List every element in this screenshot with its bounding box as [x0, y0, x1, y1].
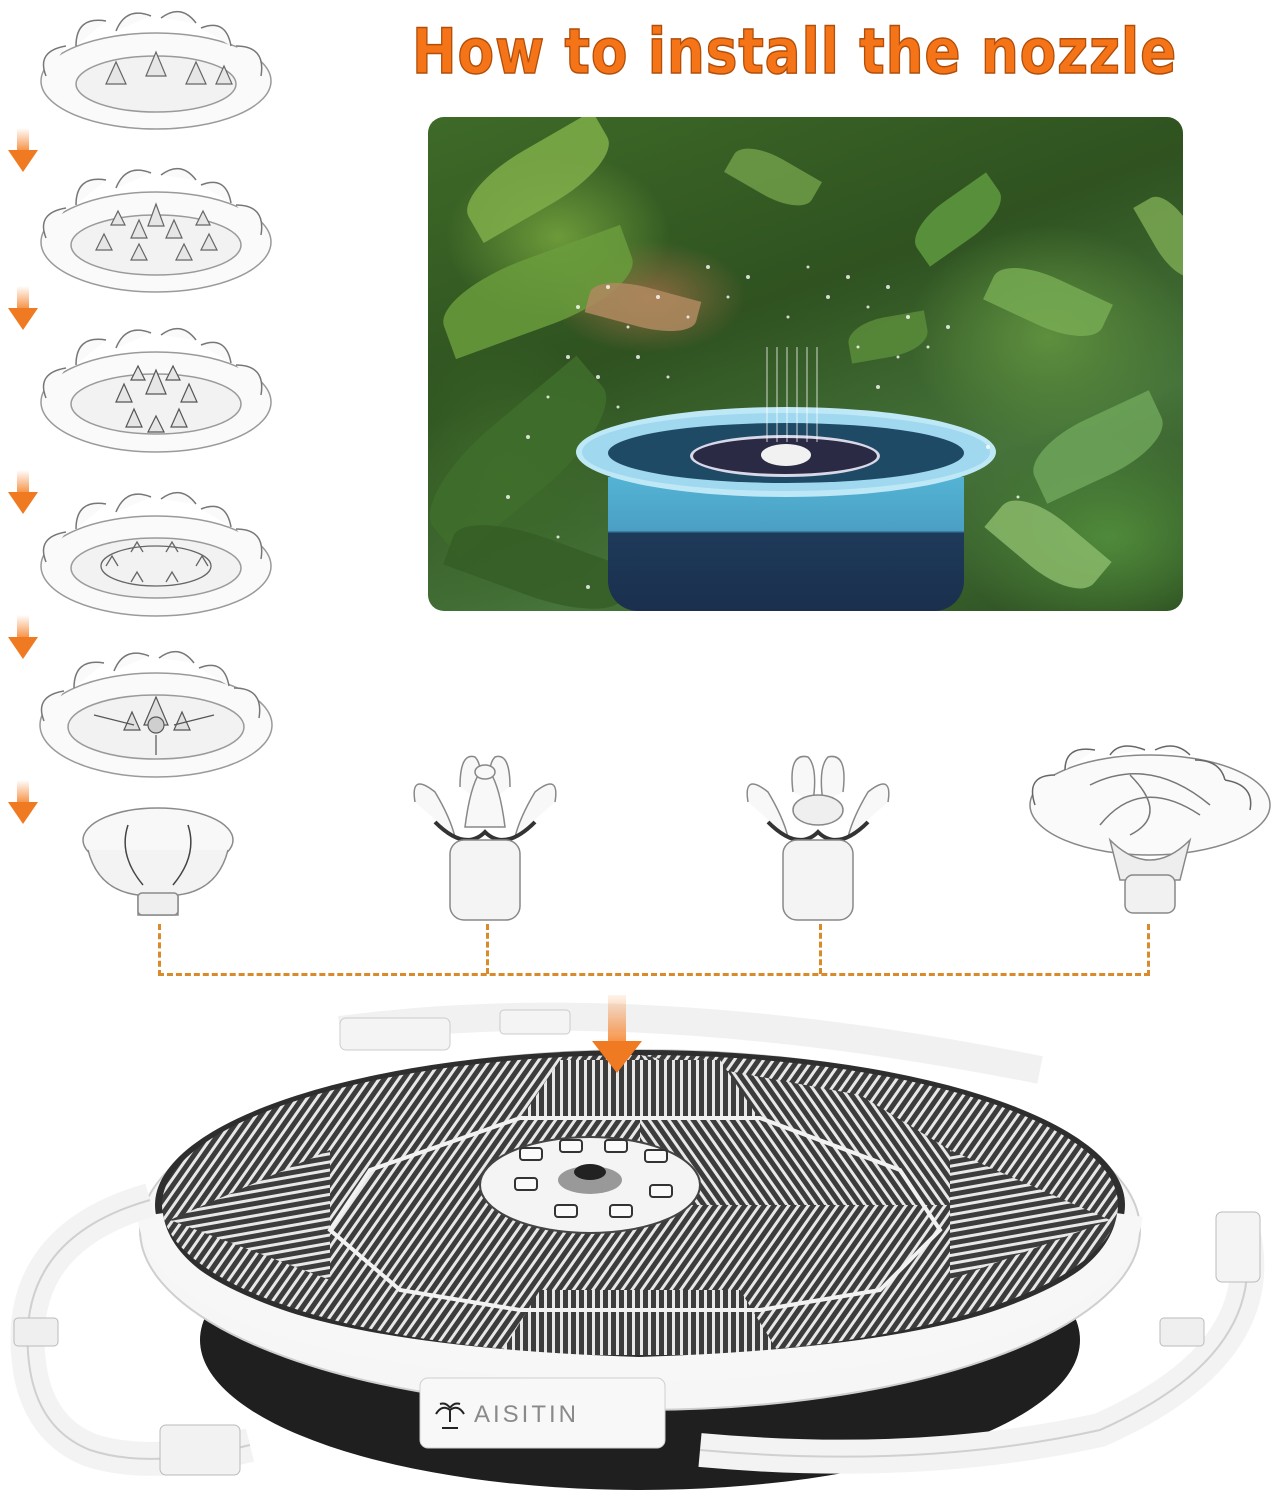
- arrow-down-icon: [8, 128, 38, 172]
- flower-assembly-nozzle-icon: [1029, 745, 1271, 914]
- arrow-down-icon: [8, 615, 38, 659]
- flower-nozzle-cap-icon: [40, 10, 272, 130]
- arrow-down-icon: [8, 780, 38, 824]
- flower-nozzle-cap-icon: [40, 491, 272, 617]
- petal-spout-nozzle-icon: [413, 755, 557, 921]
- petal-spray-nozzle-icon: [746, 755, 890, 921]
- fountain-logo-icon: [435, 1402, 465, 1429]
- page-title: How to install the nozzle: [411, 14, 1178, 89]
- solar-fountain-base: [10, 1002, 1265, 1490]
- arrow-down-icon: [8, 470, 38, 514]
- nozzle-connector-dashed-line: [158, 924, 1150, 976]
- insert-arrow-down-icon: [592, 995, 642, 1075]
- dome-nozzle-icon: [82, 807, 234, 916]
- brand-name: AISITIN: [474, 1401, 580, 1428]
- flower-nozzle-cap-icon: [40, 167, 272, 293]
- arrow-down-icon: [8, 286, 38, 330]
- flower-nozzle-cap-icon: [39, 650, 273, 778]
- brand-logo: AISITIN: [432, 1392, 652, 1438]
- garden-fountain-photo: [428, 117, 1183, 611]
- flower-nozzle-cap-icon: [40, 327, 272, 453]
